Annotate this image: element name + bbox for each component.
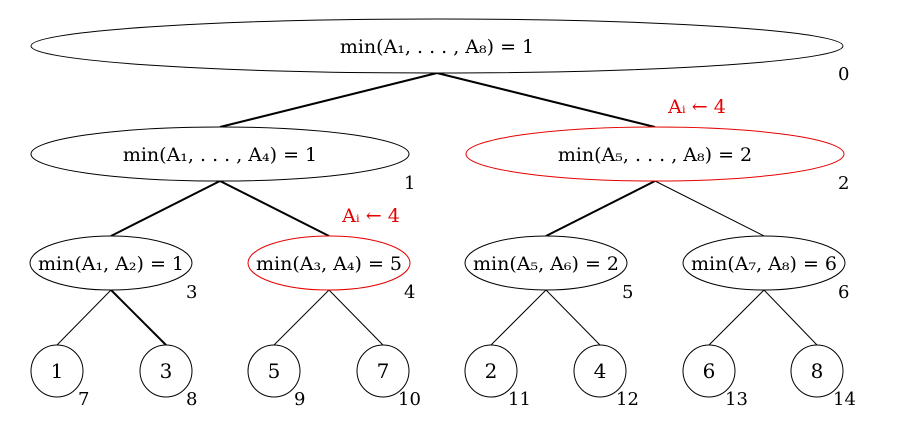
- leaf-value: 3: [160, 359, 173, 383]
- node-label: min(A₁, . . . , A₄) = 1: [123, 144, 317, 166]
- node-index: 0: [838, 64, 849, 85]
- leaf-value: 6: [703, 359, 716, 383]
- leaf-circle: [356, 344, 410, 398]
- leaf-circle: [464, 344, 518, 398]
- tree-edge-1-3: [110, 180, 221, 237]
- tree-edge-0-2: [436, 72, 656, 128]
- tree-node-10: 7 10: [356, 344, 421, 410]
- tree-node-8: 38: [139, 344, 197, 410]
- leaf-value: 8: [811, 359, 824, 383]
- tree-edge-5-11: [490, 289, 547, 346]
- node-index: 1: [404, 173, 415, 194]
- node-ellipse: [465, 126, 845, 182]
- update-label-4: Aᵢ ← 4: [341, 205, 400, 227]
- leaf-circle: [139, 344, 193, 398]
- leaf-circle: [30, 344, 84, 398]
- tree-edge-6-14: [763, 289, 818, 346]
- node-index: 5: [622, 282, 633, 303]
- edges: [56, 72, 818, 346]
- node-index: 11: [508, 389, 531, 410]
- tree-edge-3-8: [110, 289, 167, 346]
- tree-node-9: 59: [247, 344, 305, 410]
- leaf-circle: [682, 344, 736, 398]
- tree-node-14: 8 14: [790, 344, 856, 410]
- leaf-circle: [573, 344, 627, 398]
- tree-edge-5-12: [545, 289, 601, 346]
- node-index: 3: [186, 282, 197, 303]
- tree-node-3: min(A₁, A₂) = 13: [29, 235, 197, 303]
- node-label: min(A₁, A₂) = 1: [38, 253, 184, 275]
- node-label: min(A₅, A₆) = 2: [473, 253, 619, 275]
- node-index: 10: [398, 389, 421, 410]
- node-index: 14: [833, 389, 856, 410]
- leaf-circle: [790, 344, 844, 398]
- tree-node-5: min(A₅, A₆) = 25: [464, 235, 633, 303]
- tree-edge-1-4: [219, 180, 330, 237]
- node-label: min(A₅, . . . , A₈) = 2: [558, 144, 752, 166]
- leaf-value: 1: [51, 359, 64, 383]
- node-ellipse: [464, 235, 628, 291]
- leaf-circle: [247, 344, 301, 398]
- node-index: 2: [838, 173, 849, 194]
- leaf-value: 7: [377, 359, 390, 383]
- tree-node-12: 4 12: [573, 344, 639, 410]
- tree-edge-3-7: [56, 289, 112, 346]
- tree-edge-0-1: [219, 72, 438, 128]
- node-label: min(A₇, A₈) = 6: [691, 253, 837, 275]
- tree-edge-4-9: [273, 289, 330, 346]
- node-index: 9: [294, 389, 305, 410]
- tree-node-0: min(A₁, . . . , A₈) = 1 0: [30, 18, 849, 85]
- tree-node-13: 6 13: [682, 344, 748, 410]
- node-index: 7: [78, 389, 89, 410]
- node-label: min(A₁, . . . , A₈) = 1: [340, 36, 534, 58]
- leaf-value: 2: [485, 359, 498, 383]
- tree-edge-4-10: [328, 289, 384, 346]
- update-label-2: Aᵢ ← 4: [667, 96, 726, 118]
- tree-node-7: 17: [30, 344, 89, 410]
- tree-node-4: min(A₃, A₄) = 54: [247, 235, 415, 303]
- node-index: 8: [186, 389, 197, 410]
- tree-node-2: min(A₅, . . . , A₈) = 2 2: [465, 126, 849, 194]
- tree-edge-2-6: [654, 180, 765, 237]
- tree-node-1: min(A₁, . . . , A₄) = 1 1: [30, 126, 415, 194]
- node-ellipse: [30, 126, 410, 182]
- node-ellipse: [247, 235, 411, 291]
- node-index: 6: [838, 282, 849, 303]
- node-ellipse: [682, 235, 846, 291]
- leaf-value: 5: [268, 359, 281, 383]
- node-index: 4: [404, 282, 415, 303]
- leaf-value: 4: [594, 359, 607, 383]
- tree-node-6: min(A₇, A₈) = 66: [682, 235, 849, 303]
- node-label: min(A₃, A₄) = 5: [256, 253, 402, 275]
- node-ellipse: [30, 18, 844, 74]
- tree-edge-2-5: [545, 180, 656, 237]
- update-annotations: Aᵢ ← 4 Aᵢ ← 4: [341, 96, 726, 227]
- tree-node-11: 2 11: [464, 344, 531, 410]
- tree-edge-6-13: [708, 289, 765, 346]
- node-index: 13: [725, 389, 748, 410]
- node-index: 12: [616, 389, 639, 410]
- node-ellipse: [29, 235, 193, 291]
